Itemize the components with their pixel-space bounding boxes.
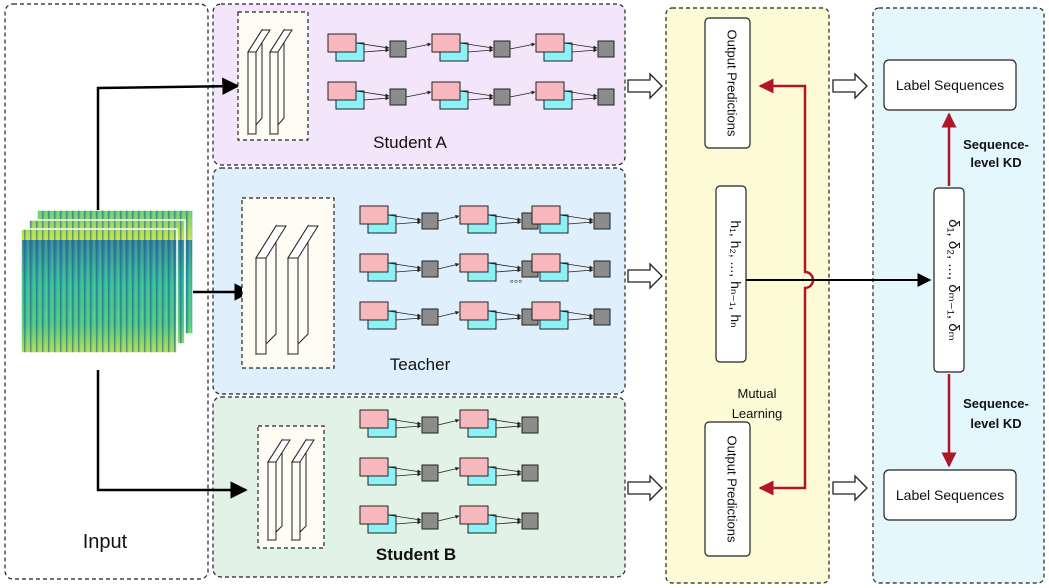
student-a-unit-row1-2	[535, 33, 615, 62]
student-a-panel	[212, 3, 626, 166]
kd-top-line2: level KD	[970, 155, 1021, 170]
deltas-box	[933, 187, 965, 373]
unit-link	[437, 466, 460, 474]
input-label: Input	[83, 531, 128, 553]
kd-top-line1: Sequence-	[963, 137, 1029, 152]
student-b-unit-r1-0	[359, 457, 439, 486]
unit-link	[437, 262, 460, 270]
student-a-unit-row2-1	[431, 81, 511, 110]
hidden-states-box	[715, 185, 747, 363]
unit-link	[509, 90, 536, 98]
label-sequences-bottom	[883, 469, 1017, 521]
teacher-unit-r1-0	[359, 253, 439, 282]
student-b-cnn	[257, 425, 325, 549]
input-arrow-student-a	[96, 77, 240, 210]
output-predictions-top-text: Output Predictions	[725, 30, 740, 137]
student-b-unit-r0-0	[359, 409, 439, 438]
output-predictions-bottom	[704, 421, 751, 557]
label-sequences-top	[883, 59, 1017, 111]
unit-link	[437, 310, 460, 318]
kd-bottom-line1: Sequence-	[963, 396, 1029, 411]
unit-link	[405, 90, 432, 98]
teacher-unit-r2-2	[531, 301, 611, 330]
student-b-unit-r1-1	[459, 457, 539, 486]
spectrogram-stack	[20, 209, 194, 354]
teacher-ellipsis: ◦◦◦	[510, 274, 523, 288]
teacher-unit-r2-0	[359, 301, 439, 330]
student-b-unit-r0-1	[459, 409, 539, 438]
unit-link	[437, 514, 460, 522]
teacher-cnn	[241, 197, 335, 369]
deltas-text: δ₁, δ₂, ..., δₘ₋₁, δₘ	[945, 219, 962, 341]
label-sequences-top-text: Label Sequences	[896, 77, 1004, 93]
input-arrow-student-b	[96, 370, 248, 499]
unit-link	[509, 42, 536, 50]
unit-link	[405, 42, 432, 50]
teacher-unit-r0-2	[531, 205, 611, 234]
teacher-unit-r1-2	[531, 253, 611, 282]
student-a-unit-row2-2	[535, 81, 615, 110]
output-predictions-top	[704, 17, 751, 149]
student-b-unit-r2-0	[359, 505, 439, 534]
sequence-units	[327, 33, 615, 534]
student-a-unit-row1-1	[431, 33, 511, 62]
student-b-label: Student B	[376, 545, 456, 564]
mutual-learning-line1: Mutual	[737, 386, 776, 401]
kd-bottom-line2: level KD	[970, 416, 1021, 431]
unit-link	[437, 418, 460, 426]
teacher-unit-r0-0	[359, 205, 439, 234]
teacher-unit-r2-1	[459, 301, 539, 330]
student-a-unit-row2-0	[327, 81, 407, 110]
teacher-label: Teacher	[390, 355, 451, 374]
student-a-label: Student A	[373, 133, 447, 152]
student-b-unit-r2-1	[459, 505, 539, 534]
hidden-states-text: h₁, h₂, ..., hₙ₋₁, hₙ	[728, 220, 744, 327]
hollow-arrows	[627, 72, 868, 502]
unit-link	[437, 214, 460, 222]
mutual-learning-line2: Learning	[732, 406, 783, 421]
output-predictions-bottom-text: Output Predictions	[725, 436, 740, 543]
label-sequences-bottom-text: Label Sequences	[896, 487, 1004, 503]
student-a-cnn	[237, 11, 309, 141]
